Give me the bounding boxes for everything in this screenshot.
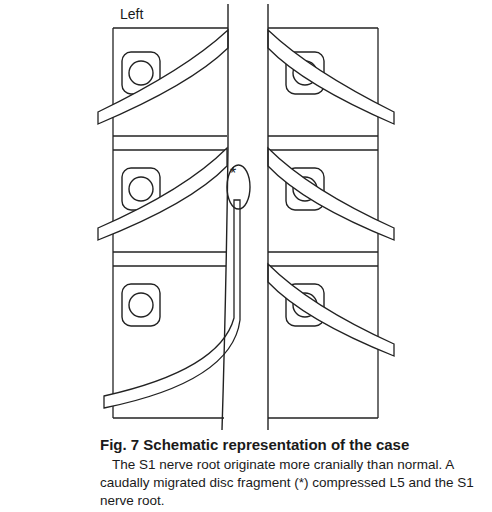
side-label: Left: [120, 6, 143, 22]
spine-illustration: [0, 0, 492, 432]
dural-sac-edge: [267, 4, 268, 430]
figure-caption: The S1 nerve root originate more cranial…: [100, 456, 485, 510]
disc-line: [268, 149, 378, 150]
disc-line: [268, 251, 378, 252]
figure-title: Fig. 7 Schematic representation of the c…: [100, 436, 485, 454]
nerve-root: [98, 30, 228, 124]
pedicle-ring: [129, 293, 153, 317]
disc-line: [268, 135, 378, 136]
disc-line: [113, 135, 227, 136]
pedicle-ring: [129, 177, 153, 201]
vertebra-edge: [268, 417, 378, 418]
disc-line: [113, 149, 227, 150]
nerve-root: [268, 30, 394, 124]
pedicle-ring: [129, 61, 153, 85]
nerve-root: [98, 148, 227, 240]
fragment-outline: [226, 164, 251, 210]
vertebra-edge: [113, 27, 228, 28]
nerve-root: [268, 264, 394, 356]
nerve-root: [268, 148, 394, 240]
vertebra-edge: [113, 417, 224, 418]
anomalous-s1-root: [104, 200, 240, 408]
disc-fragment: *: [226, 164, 251, 210]
nerve-roots: [98, 30, 394, 408]
pedicle: [122, 284, 160, 326]
disc-line: [113, 265, 226, 266]
disc-line: [113, 251, 226, 252]
vertebra-edge: [268, 27, 378, 28]
disc-line: [268, 265, 378, 266]
dural-sac-edge: [222, 4, 228, 430]
dural-sac: [222, 4, 268, 430]
fragment-mark: *: [230, 166, 236, 182]
fragment-ellipse: [227, 165, 250, 209]
